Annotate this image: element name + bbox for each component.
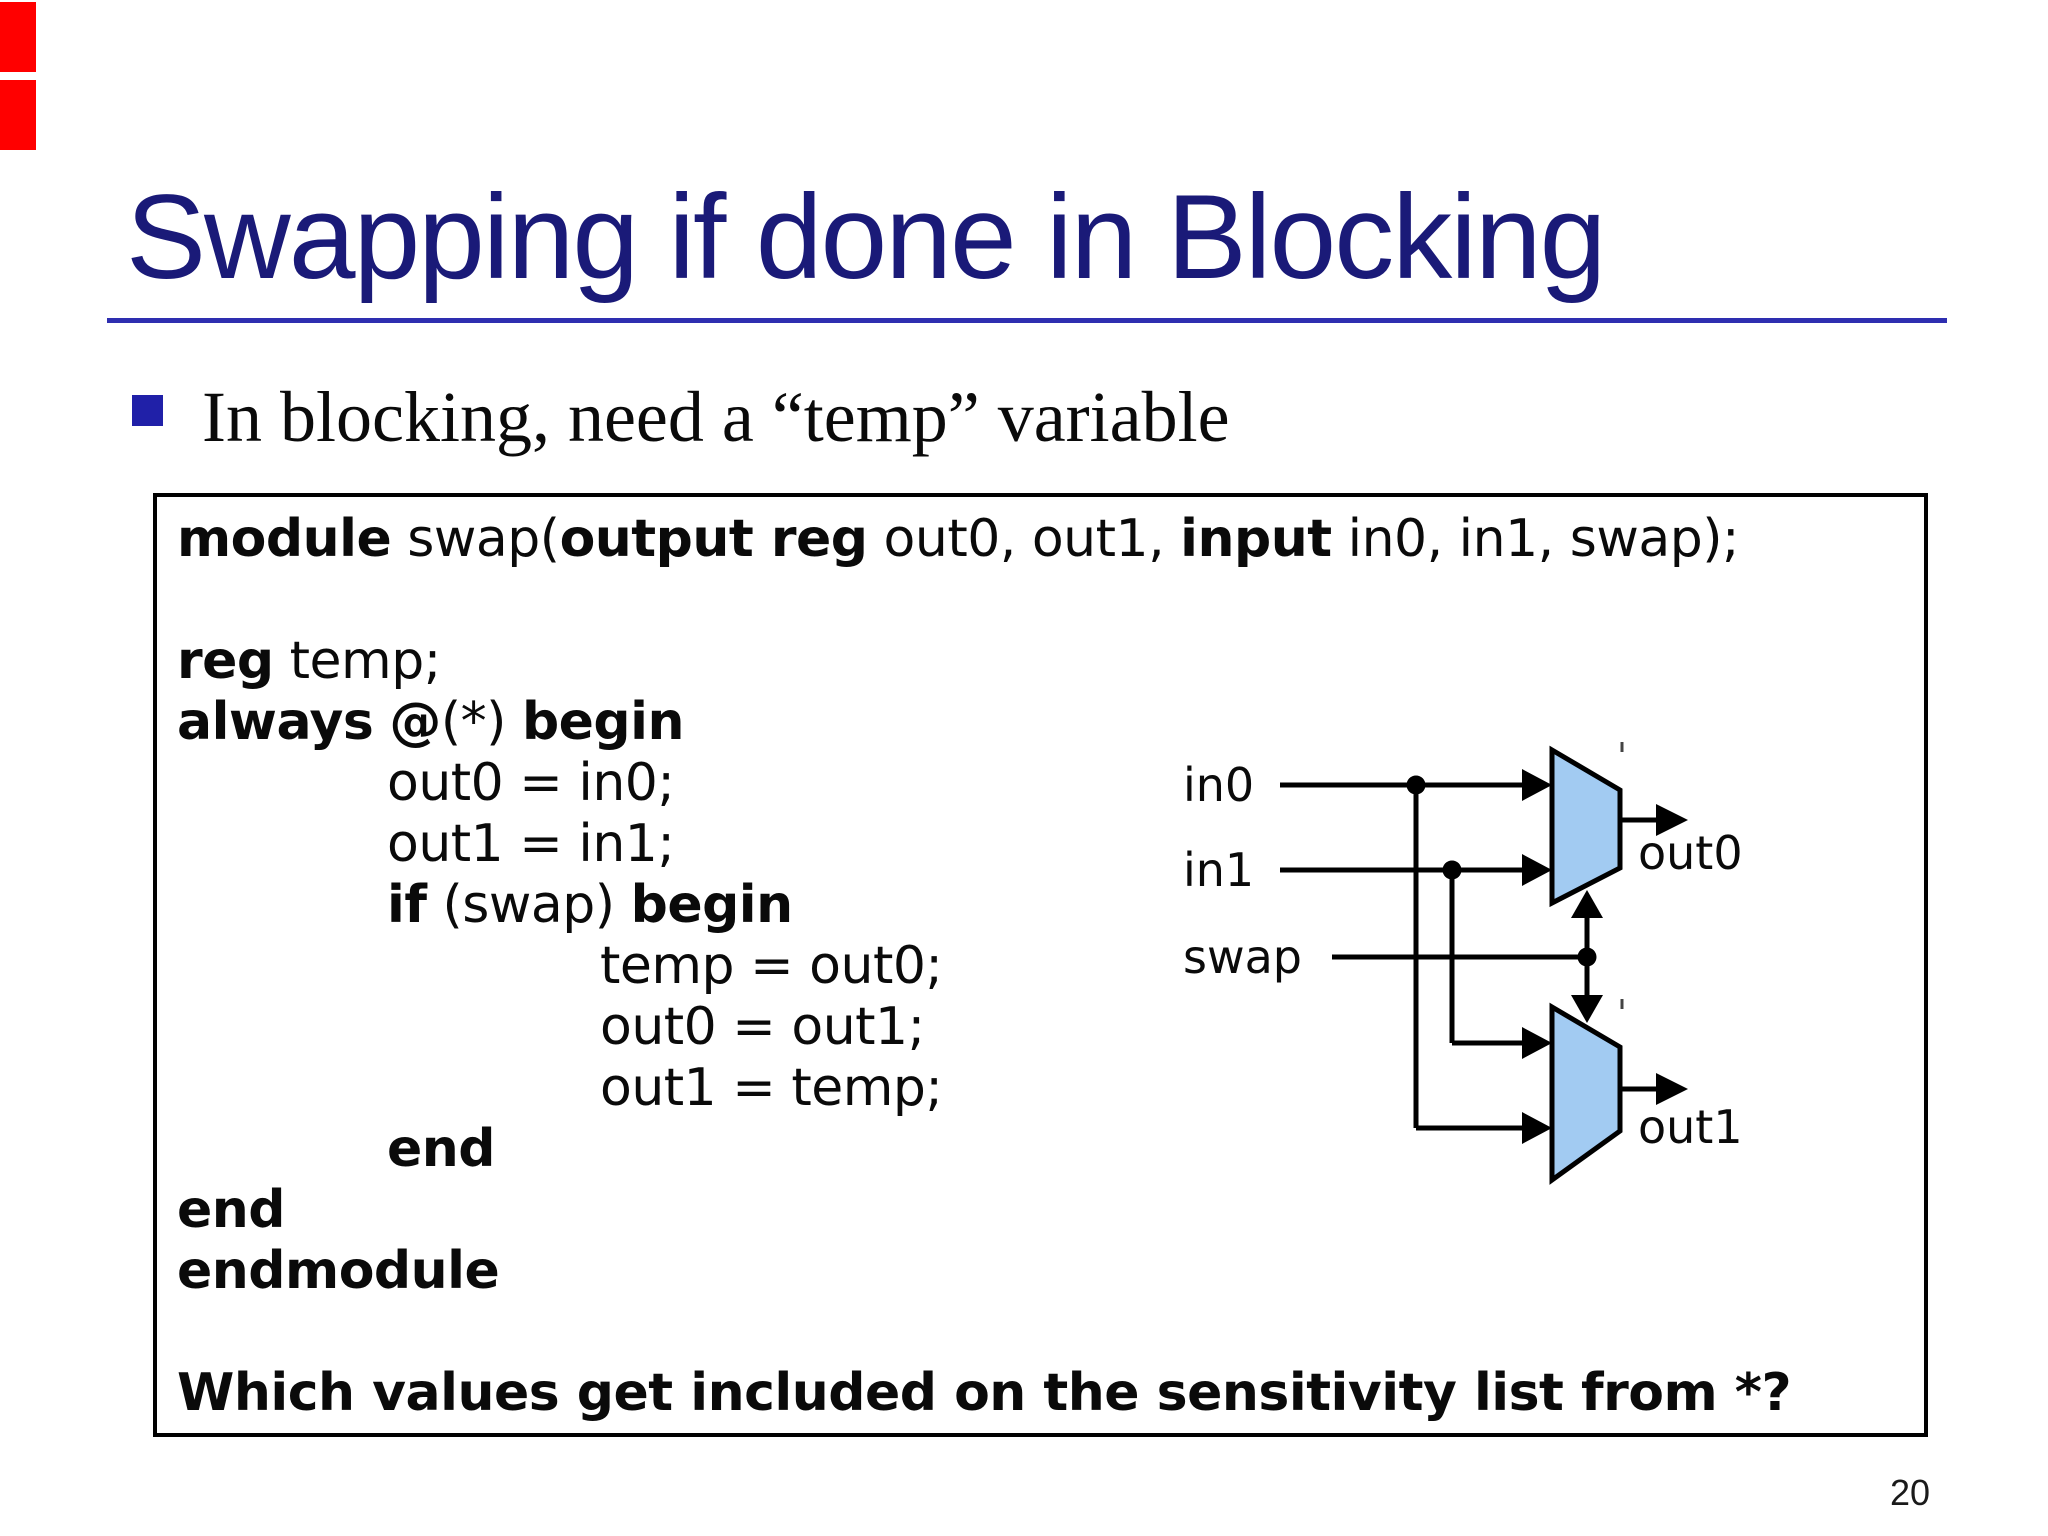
in1-arrowhead-icon bbox=[1522, 854, 1552, 886]
in1-branch-arrowhead-icon bbox=[1522, 1027, 1552, 1059]
code-line: module swap(output reg out0, out1, input… bbox=[177, 509, 1740, 569]
code-line: reg temp; bbox=[177, 631, 441, 691]
swap-up-arrowhead-icon bbox=[1571, 890, 1603, 918]
out1-arrowhead-icon bbox=[1656, 1073, 1688, 1105]
page-number: 20 bbox=[1890, 1472, 1931, 1513]
bullet-text: In blocking, need a “temp” variable bbox=[202, 377, 1230, 457]
code-lines: module swap(output reg out0, out1, input… bbox=[177, 509, 1916, 1424]
mux-circuit-diagram bbox=[1140, 730, 1760, 1200]
code-line: end bbox=[177, 1180, 286, 1240]
code-line: out1 = in1; bbox=[387, 814, 675, 874]
code-line: out0 = in0; bbox=[387, 753, 675, 813]
code-line bbox=[177, 1302, 1916, 1363]
code-line: always @(*) begin bbox=[177, 692, 685, 752]
signal-label-out0: out0 bbox=[1638, 826, 1743, 880]
signal-label-out1: out1 bbox=[1638, 1100, 1743, 1154]
signal-label-in1: in1 bbox=[1183, 843, 1255, 897]
code-line: Which values get included on the sensiti… bbox=[177, 1363, 1792, 1423]
code-line: out0 = out1; bbox=[600, 997, 925, 1057]
code-line: temp = out0; bbox=[600, 936, 943, 996]
code-line bbox=[177, 570, 1916, 631]
signal-label-in0: in0 bbox=[1183, 758, 1255, 812]
code-line: endmodule bbox=[177, 1241, 500, 1301]
in0-arrowhead-icon bbox=[1522, 769, 1552, 801]
bullet-square-icon bbox=[132, 395, 163, 426]
mux0-trapezoid bbox=[1549, 745, 1623, 908]
swap-down-arrowhead-icon bbox=[1571, 995, 1603, 1023]
mux1-trapezoid bbox=[1549, 1002, 1623, 1185]
code-line: if (swap) begin bbox=[387, 875, 793, 935]
code-line: out1 = temp; bbox=[600, 1058, 943, 1118]
code-box: module swap(output reg out0, out1, input… bbox=[153, 493, 1928, 1437]
out0-arrowhead-icon bbox=[1656, 804, 1688, 836]
circuit-wires-svg bbox=[1280, 742, 1688, 1185]
red-accent-bar-top bbox=[0, 2, 36, 72]
page-title: Swapping if done in Blocking bbox=[126, 170, 1606, 304]
signal-label-swap: swap bbox=[1183, 930, 1302, 984]
code-line: end bbox=[387, 1119, 496, 1179]
red-accent-bar-bottom bbox=[0, 80, 36, 150]
title-underline bbox=[107, 318, 1947, 323]
in0-branch-arrowhead-icon bbox=[1522, 1112, 1552, 1144]
